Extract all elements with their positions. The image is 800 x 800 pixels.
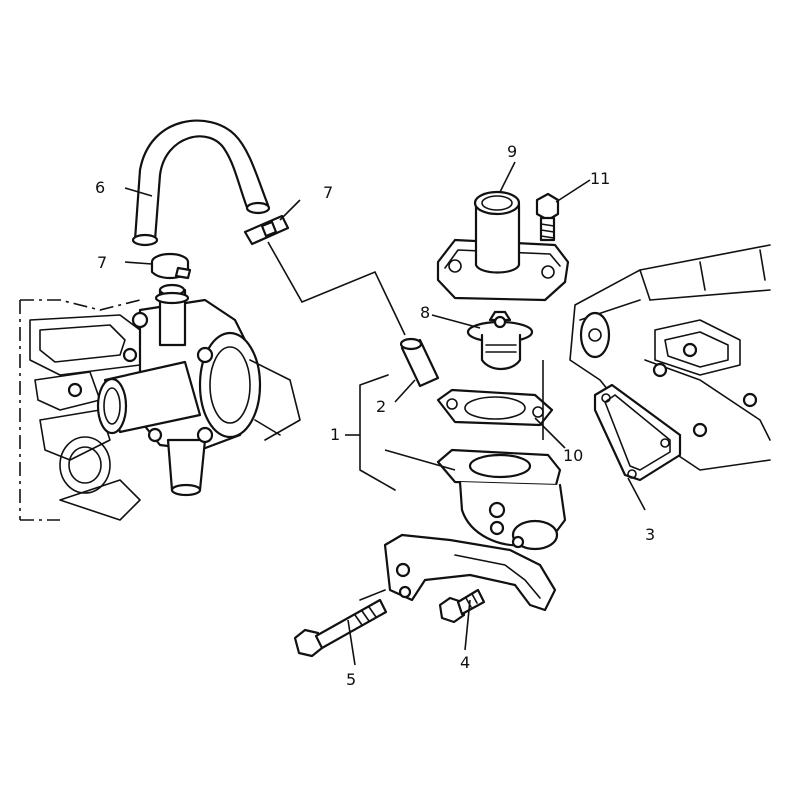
gasket-3	[593, 383, 682, 482]
bypass-pipe	[399, 337, 440, 388]
callout-7-lower: 7	[97, 253, 107, 272]
callout-6: 6	[95, 178, 105, 197]
hose-clamp-upper	[243, 214, 290, 246]
bypass-hose-line	[267, 241, 406, 336]
callout-11: 11	[590, 169, 610, 188]
callout-10: 10	[563, 446, 583, 465]
hose	[131, 119, 271, 247]
callout-3: 3	[645, 525, 655, 544]
thermostat-housing	[436, 448, 567, 551]
hose-clamp-lower	[150, 252, 192, 280]
thermostat	[466, 310, 534, 371]
callout-labels: 6 7 7 9 11 8 2 1 10 3 4 5	[95, 142, 655, 689]
callout-7-upper: 7	[323, 183, 333, 202]
leader-lines	[124, 161, 646, 666]
callout-4: 4	[460, 653, 470, 672]
gasket-10	[436, 388, 554, 427]
water-pump-housing	[19, 283, 301, 521]
callout-2: 2	[376, 397, 386, 416]
bracket	[359, 533, 557, 612]
callout-8: 8	[420, 303, 430, 322]
bolt-5	[293, 598, 388, 658]
callout-9: 9	[507, 142, 517, 161]
callout-1: 1	[330, 425, 340, 444]
thermostat-cover	[436, 190, 570, 302]
bolt-11	[535, 192, 560, 242]
cylinder-head	[569, 244, 771, 471]
callout-5: 5	[346, 670, 356, 689]
callout-1-bracket	[359, 374, 396, 491]
bolt-4	[438, 588, 486, 624]
